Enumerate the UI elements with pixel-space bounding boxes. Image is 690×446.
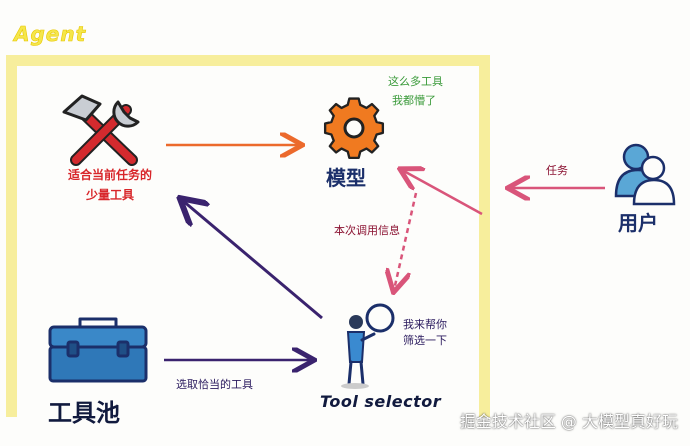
agent-boundary [6,55,490,417]
hammer-wrench-icon [62,94,140,166]
user-label: 用户 [618,211,658,235]
helper-line1: 我来帮你 [403,318,447,331]
tools-label: 适合当前任务的 少量工具 [55,165,165,205]
helper-line2: 筛选一下 [403,334,447,347]
gear-icon [323,97,385,160]
model-thought-line2: 我都懵了 [392,94,436,107]
model-thought-note: 这么多工具 我都懵了 [388,72,443,110]
toolbox-icon [48,317,148,383]
invoke-info-label: 本次调用信息 [334,224,400,237]
arrow-user-to-model [402,170,483,216]
tool-pool-label: 工具池 [48,399,120,427]
select-tools-label: 选取恰当的工具 [176,378,253,391]
model-label: 模型 [326,166,366,190]
agent-title: Agent [14,22,87,47]
model-thought-line1: 这么多工具 [388,75,443,88]
tools-label-line1: 适合当前任务的 [67,168,152,182]
tool-selector-label: Tool selector [320,392,442,411]
users-icon [614,143,676,206]
magnifier-person-icon [341,303,395,389]
arrow-selector-to-tools [182,200,323,320]
watermark: 掘金技术社区 @ 大模型真好玩 [459,412,678,431]
task-label: 任务 [546,164,568,177]
helper-note: 我来帮你 筛选一下 [403,317,447,349]
tools-label-line2: 少量工具 [85,188,134,202]
arrow-model-to-selector [394,192,418,290]
